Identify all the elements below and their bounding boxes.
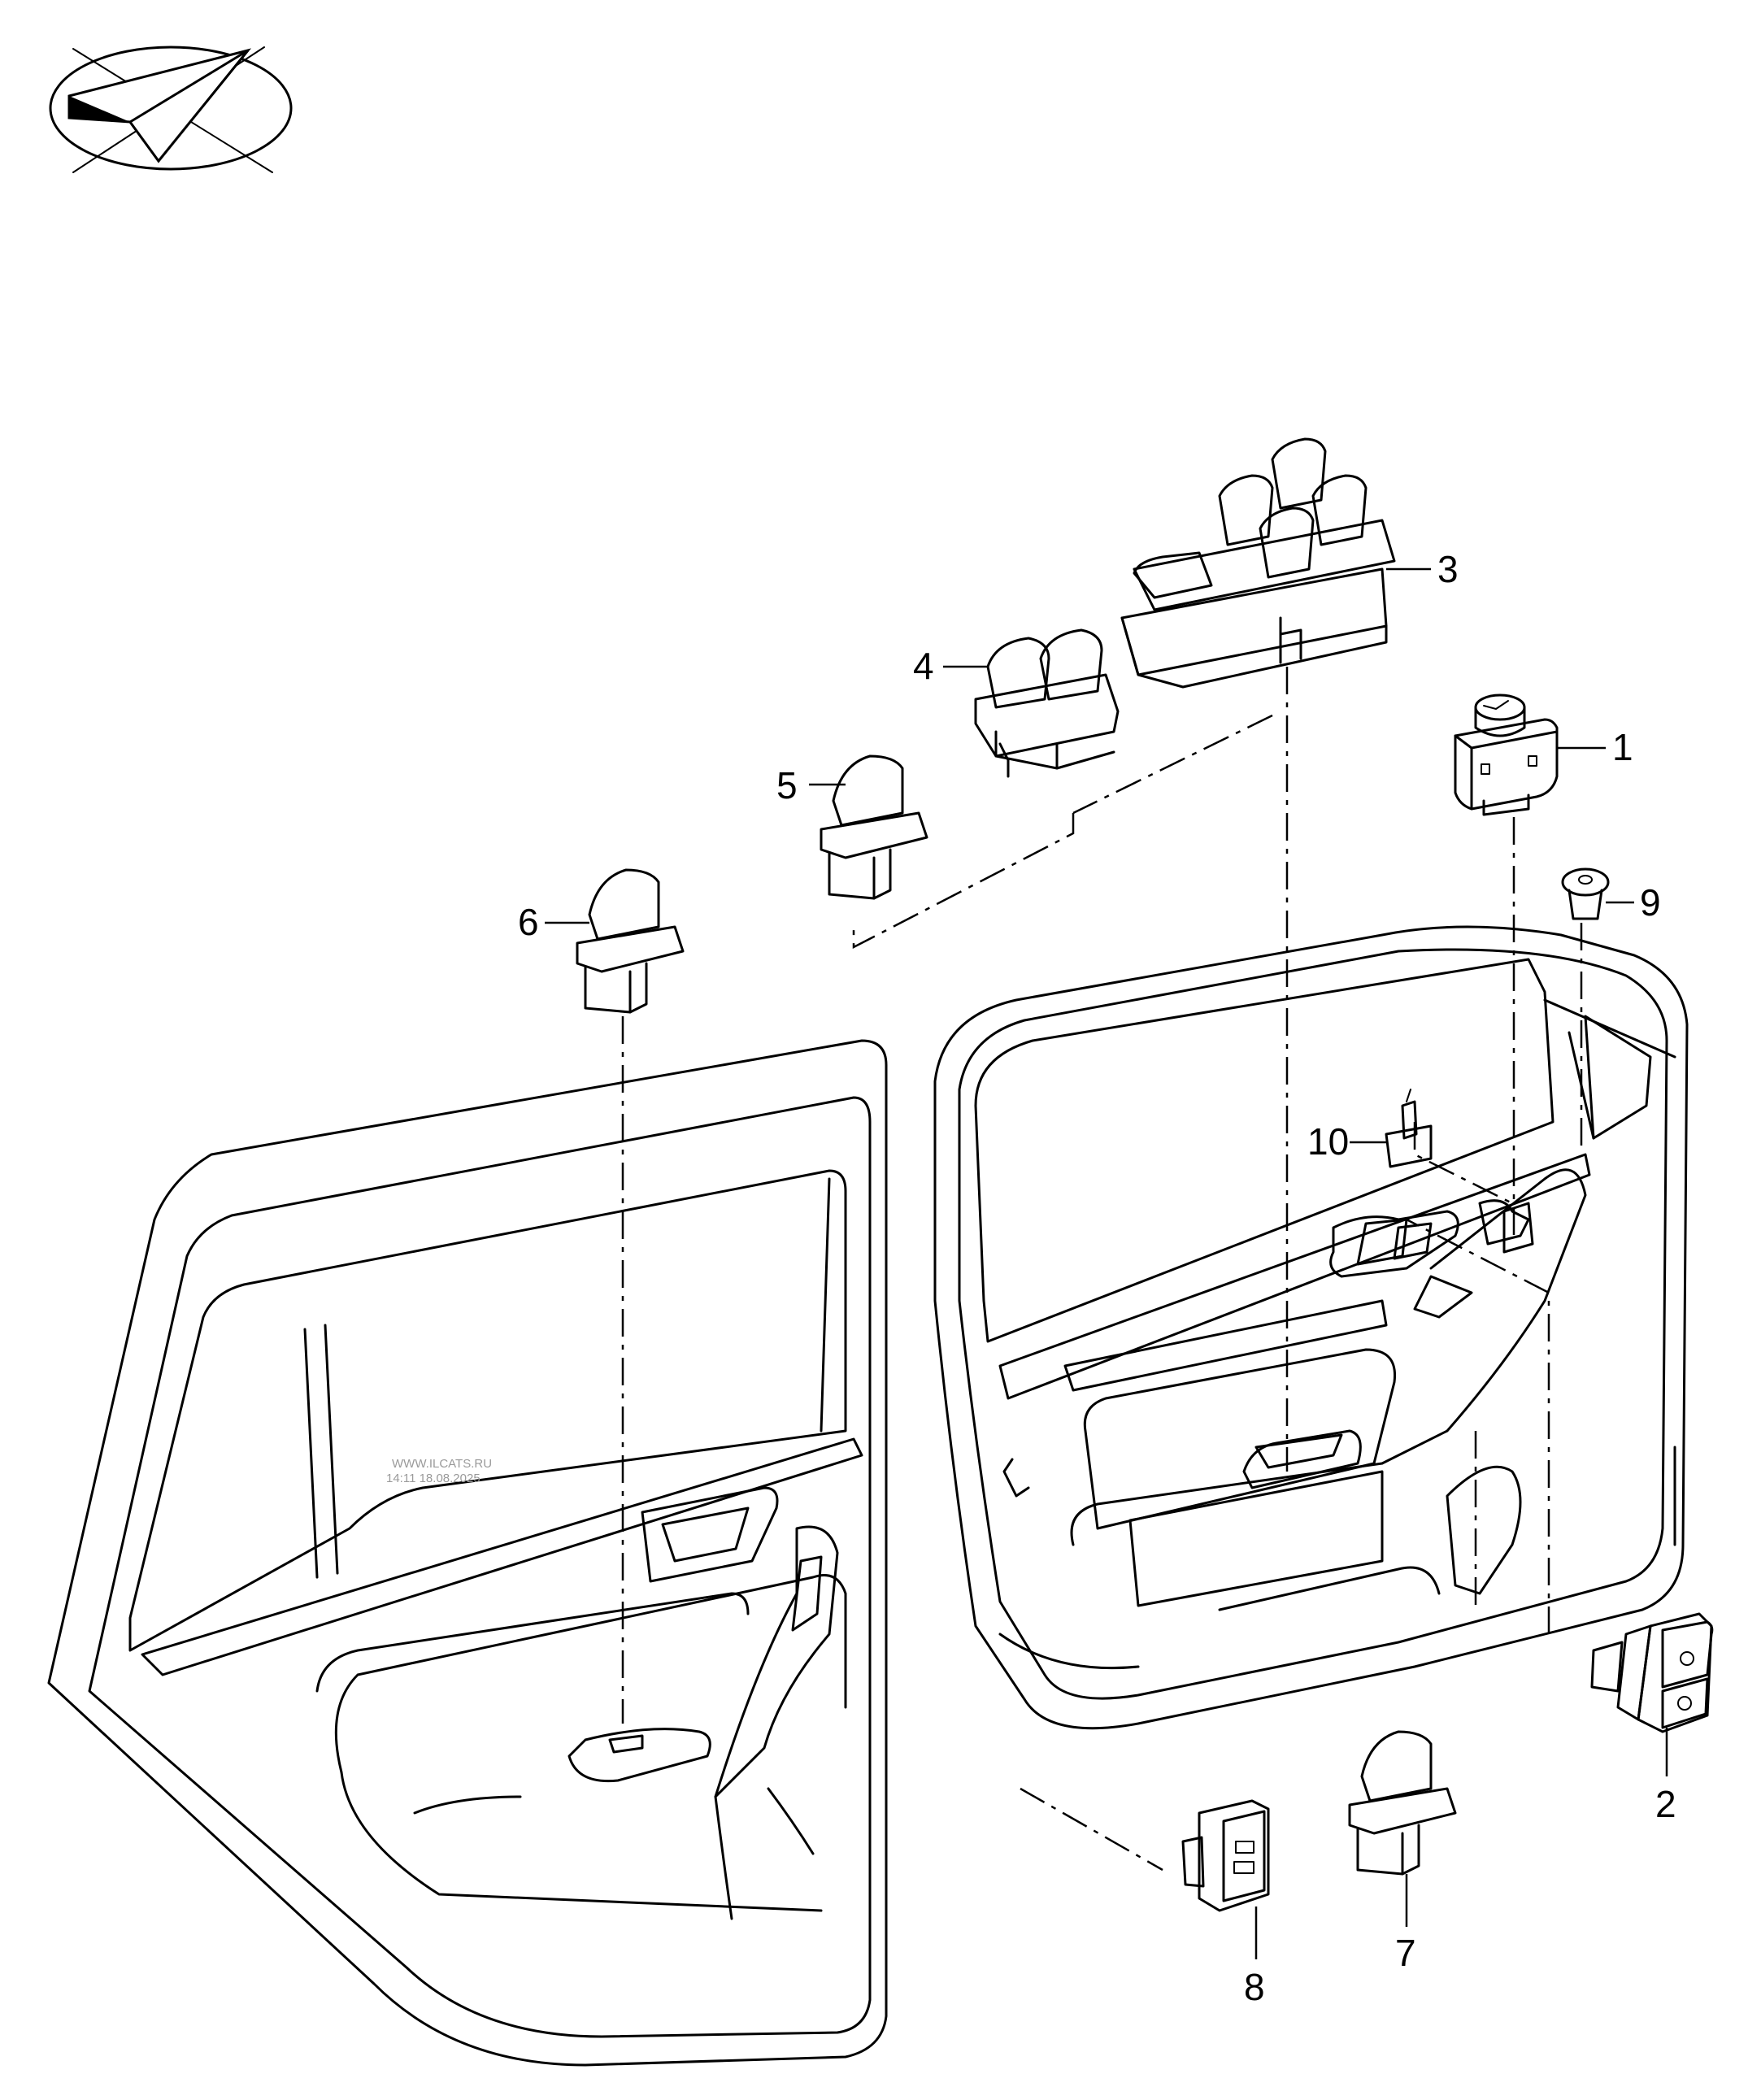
callout-3: 3: [1437, 548, 1459, 590]
callout-9: 9: [1640, 881, 1661, 924]
watermark-timestamp: 14:11 18.08.2025: [386, 1472, 480, 1485]
part-3-master-window-switch: [1120, 437, 1396, 689]
part-8-child-lock-switch: [1181, 1799, 1270, 1912]
callout-7: 7: [1395, 1932, 1416, 1974]
callout-5: 5: [776, 764, 798, 807]
rear-door: [47, 1039, 888, 2067]
part-9-clip: [1561, 867, 1610, 920]
part-7-window-switch: [1348, 1730, 1457, 1876]
part-10-connector: [1385, 1089, 1433, 1168]
part-6-window-switch: [576, 868, 685, 1014]
callout-8: 8: [1244, 1966, 1265, 2008]
part-5-window-switch: [820, 754, 928, 900]
callout-6: 6: [518, 901, 539, 943]
assembly-lines: [621, 667, 1583, 1872]
part-4-dual-window-switch: [974, 628, 1120, 778]
callout-2: 2: [1655, 1783, 1676, 1825]
direction-arrow-icon: [49, 46, 293, 173]
watermark-site: WWW.ILCATS.RU: [392, 1457, 492, 1471]
part-1-mirror-switch: [1454, 693, 1559, 816]
leader-lines: [545, 567, 1668, 1959]
part-2-lock-switch: [1590, 1612, 1714, 1733]
front-door: [933, 925, 1689, 1730]
callout-10: 10: [1307, 1120, 1349, 1163]
callout-labels: 1 2 3 4 5 6 7 8 9 10: [518, 548, 1676, 2008]
callout-1: 1: [1612, 726, 1633, 768]
callout-4: 4: [913, 645, 934, 687]
watermark: WWW.ILCATS.RU 14:11 18.08.2025: [386, 1457, 492, 1485]
